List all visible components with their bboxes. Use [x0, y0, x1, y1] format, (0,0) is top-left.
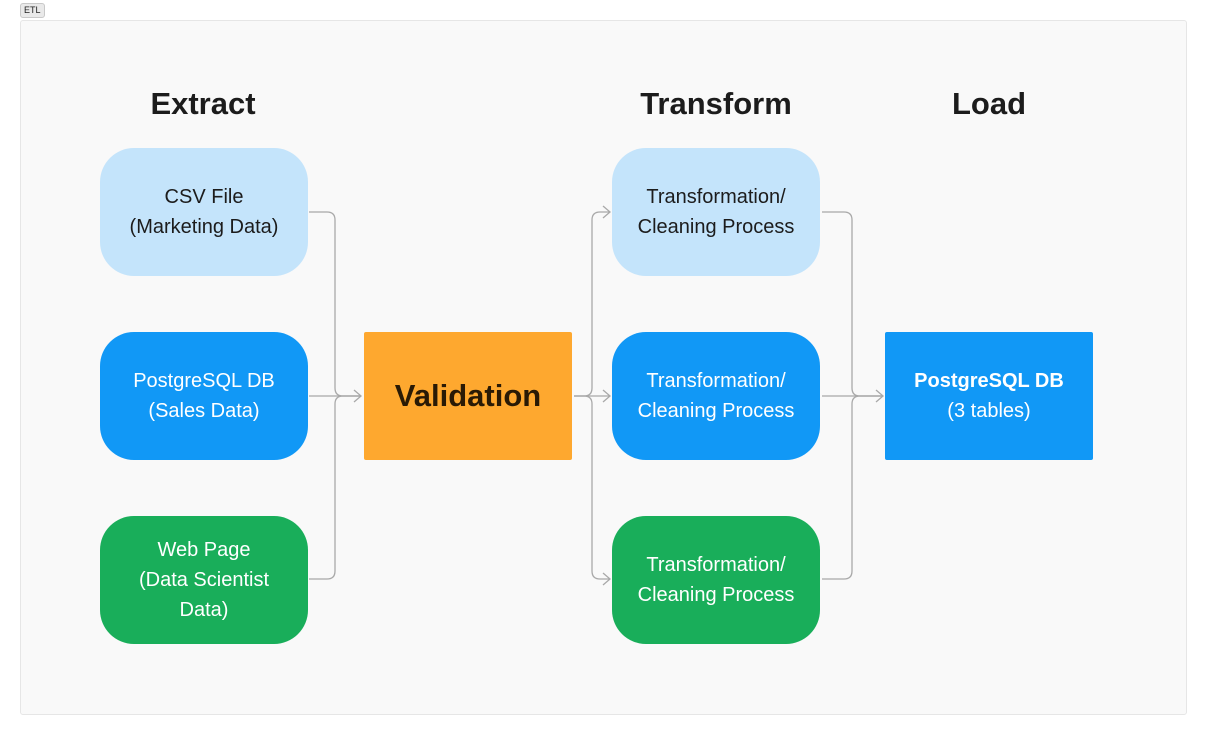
source-csv-file[interactable]: CSV File (Marketing Data) — [100, 148, 308, 276]
transform-step-3[interactable]: Transformation/ Cleaning Process — [612, 516, 820, 644]
connector-transform-1-to-target — [822, 211, 883, 397]
source-csv-file-label: CSV File (Marketing Data) — [129, 186, 279, 238]
connector-csv-to-validation — [309, 211, 361, 397]
validation-step[interactable]: Validation — [364, 332, 572, 460]
transform-step-1-label: Transformation/ Cleaning Process — [637, 186, 795, 238]
target-subtitle: (3 tables) — [947, 400, 1031, 422]
arrowhead-transform-3-in — [602, 572, 611, 586]
connector-webpage-to-validation — [309, 395, 361, 580]
validation-label: Validation — [394, 378, 542, 413]
transform-step-2-label: Transformation/ Cleaning Process — [637, 370, 795, 422]
source-web-page[interactable]: Web Page (Data Scientist Data) — [100, 516, 308, 644]
connector-transform-3-to-target — [822, 395, 883, 580]
diagram-tag: ETL — [20, 3, 45, 18]
source-web-page-label: Web Page (Data Scientist Data) — [138, 539, 270, 621]
transform-step-1[interactable]: Transformation/ Cleaning Process — [612, 148, 820, 276]
target-postgresql-db[interactable]: PostgreSQL DB (3 tables) — [885, 332, 1093, 460]
source-postgresql-db[interactable]: PostgreSQL DB (Sales Data) — [100, 332, 308, 460]
transform-step-2[interactable]: Transformation/ Cleaning Process — [612, 332, 820, 460]
transform-step-3-label: Transformation/ Cleaning Process — [637, 554, 795, 606]
arrowhead-transform-2-in — [602, 389, 611, 403]
connector-validation-to-transform-3 — [574, 395, 610, 580]
heading-load: Load — [951, 86, 1027, 121]
arrowhead-validation-in — [353, 389, 362, 403]
source-postgresql-db-label: PostgreSQL DB (Sales Data) — [133, 370, 275, 422]
heading-transform: Transform — [640, 86, 792, 121]
heading-extract: Extract — [150, 86, 256, 121]
arrowhead-transform-1-in — [602, 205, 611, 219]
arrowhead-target-in — [875, 389, 884, 403]
connector-validation-to-transform-1 — [574, 211, 610, 397]
target-title: PostgreSQL DB — [914, 370, 1064, 392]
